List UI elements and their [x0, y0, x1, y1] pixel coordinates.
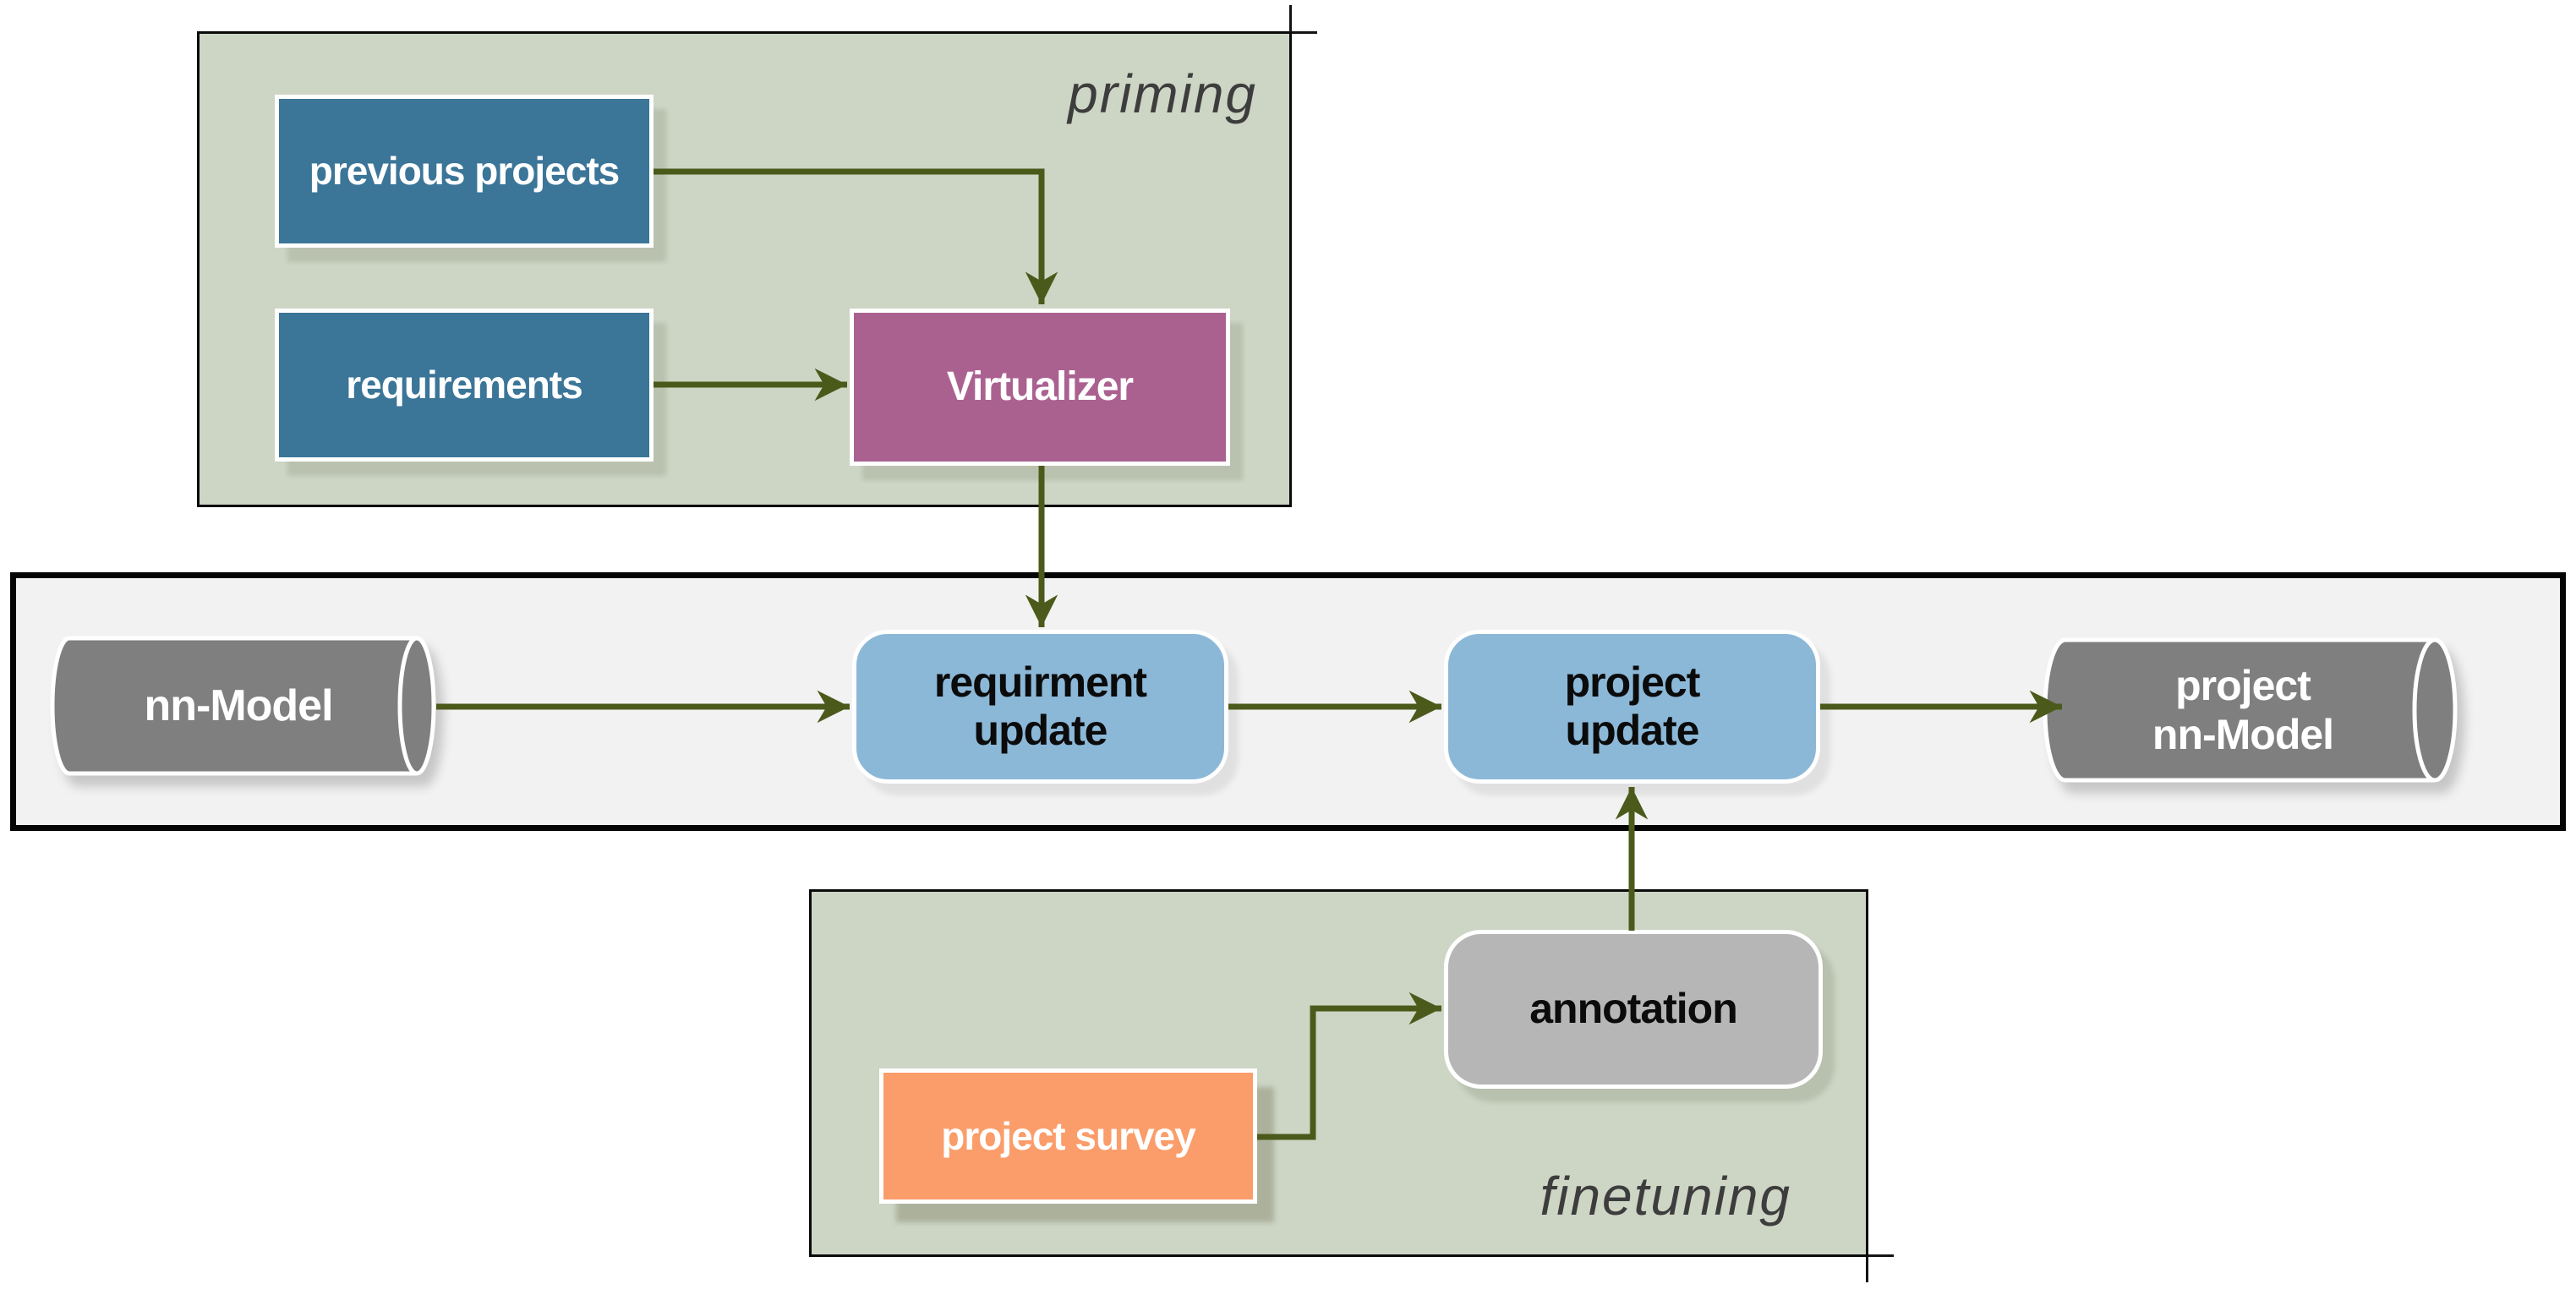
node-virtualizer-label: Virtualizer: [946, 364, 1134, 410]
node-requirement-update-label: requirment update: [933, 658, 1147, 756]
node-project-survey-label: project survey: [941, 1113, 1195, 1158]
finetuning-group-label: finetuning: [1540, 1166, 1791, 1227]
node-project-update: project update: [1444, 630, 1820, 784]
node-project-nn-model: project nn-Model: [2065, 642, 2420, 779]
node-annotation-label: annotation: [1529, 985, 1738, 1033]
node-nn-model-label: nn-Model: [144, 680, 333, 730]
node-project-update-label: project update: [1564, 658, 1701, 756]
node-project-update-line2: update: [1565, 707, 1700, 754]
node-virtualizer: Virtualizer: [850, 309, 1230, 466]
node-project-nn-model-line2: nn-Model: [2152, 711, 2334, 758]
node-project-nn-model-line1: project: [2175, 662, 2311, 709]
node-annotation: annotation: [1444, 930, 1823, 1089]
node-requirements: requirements: [275, 309, 654, 462]
node-previous-projects: previous projects: [275, 95, 654, 248]
node-previous-projects-label: previous projects: [309, 149, 620, 194]
node-requirement-update: requirment update: [852, 630, 1228, 784]
priming-group-label: priming: [1068, 63, 1257, 124]
node-requirement-update-line1: requirment: [933, 658, 1147, 706]
node-nn-model: nn-Model: [69, 640, 407, 772]
node-requirements-label: requirements: [346, 363, 582, 407]
node-requirement-update-line2: update: [973, 707, 1108, 754]
node-project-survey: project survey: [879, 1068, 1257, 1204]
node-project-update-line1: project: [1564, 658, 1701, 706]
